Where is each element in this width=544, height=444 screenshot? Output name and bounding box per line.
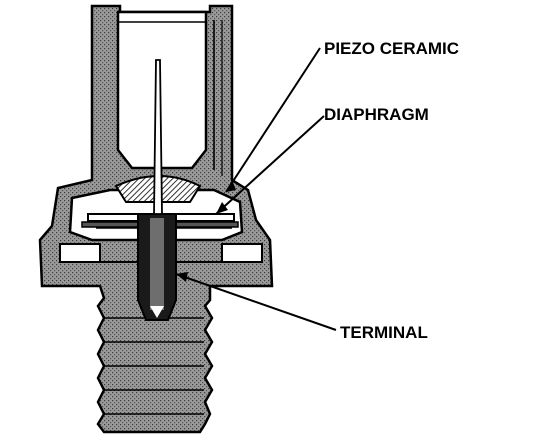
piezo-leader [225, 47, 321, 193]
terminal-leader [175, 273, 337, 331]
label-terminal: TERMINAL [340, 323, 428, 342]
diaphragm-leader [215, 115, 325, 215]
leader-lines [175, 47, 337, 331]
connector-cavity [116, 10, 223, 176]
label-diaphragm: DIAPHRAGM [324, 105, 429, 124]
terminal-pin [153, 59, 163, 215]
lower-ledge [59, 243, 263, 263]
label-piezo-ceramic: PIEZO CERAMIC [324, 39, 459, 58]
terminal-shaft [137, 213, 177, 321]
